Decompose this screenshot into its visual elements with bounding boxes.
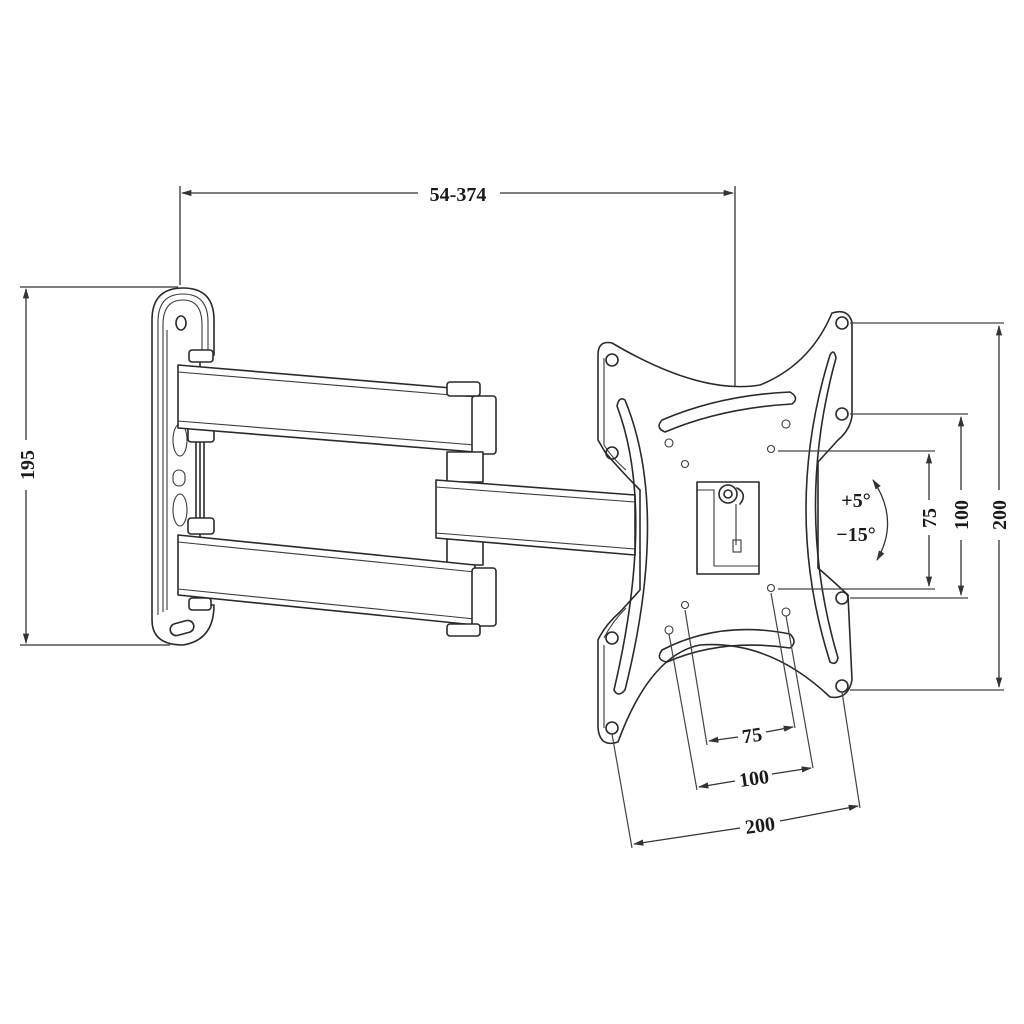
vesa-hole-icon	[605, 353, 619, 367]
lower-arm	[177, 534, 497, 637]
tilt-arc-icon	[872, 479, 889, 561]
vesa-h-100-label: 100	[738, 766, 771, 792]
middle-arm	[435, 479, 636, 556]
vesa-hole-icon	[605, 631, 619, 645]
tilt-down-label: −15°	[836, 524, 875, 546]
tilt-knob	[718, 484, 738, 504]
vesa-h-75-label: 75	[741, 724, 764, 749]
dimension-extension: 54-374	[179, 184, 736, 390]
wall-plate-height-label: 195	[17, 450, 39, 480]
lower-arm-bolt	[446, 623, 481, 637]
vesa-hole-icon	[835, 316, 849, 330]
vesa-v-100-label: 100	[951, 500, 973, 530]
vesa-hole-icon	[835, 591, 849, 605]
vesa-hole-icon	[605, 446, 619, 460]
vesa-plate	[597, 310, 853, 745]
tilt-annotation: +5° −15°	[836, 479, 889, 561]
dimension-vesa-vertical: 200 100 75	[778, 322, 1011, 691]
mounting-slot-icon	[169, 619, 195, 637]
upper-arm-bolt	[446, 381, 481, 397]
upper-arm	[177, 364, 497, 455]
vesa-hole-icon	[835, 407, 849, 421]
vesa-v-200-label: 200	[989, 500, 1011, 530]
vesa-h-200-label: 200	[744, 813, 777, 839]
tilt-up-label: +5°	[841, 490, 870, 512]
dimension-wall-plate-height: 195	[17, 286, 178, 646]
dimension-vesa-horizontal: 75 100 200	[611, 592, 861, 849]
mounting-hole-icon	[175, 315, 187, 331]
extension-label: 54-374	[430, 184, 487, 206]
vesa-v-75-label: 75	[919, 508, 941, 528]
